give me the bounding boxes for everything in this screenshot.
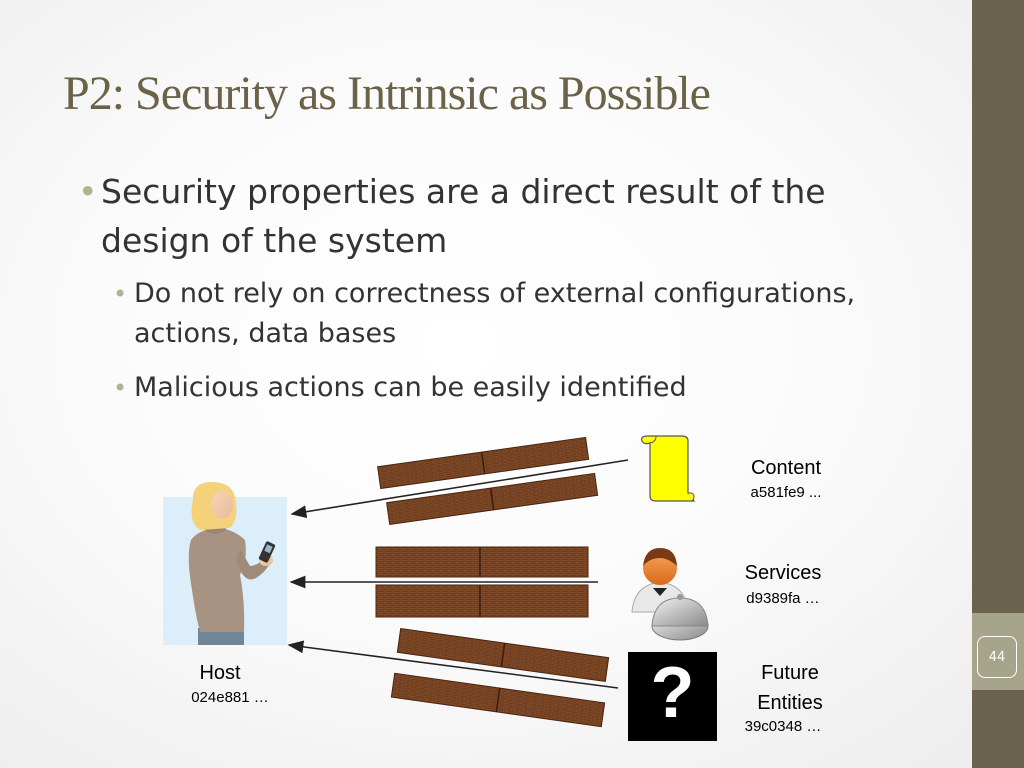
waiter-icon	[631, 548, 709, 641]
bullet-dot: •	[113, 280, 128, 308]
bullet-dot: •	[113, 374, 128, 402]
services-hash: d9389fa …	[746, 590, 820, 607]
host-label: Host	[199, 662, 241, 684]
question-mark-glyph: ?	[650, 653, 695, 733]
question-mark-icon	[628, 652, 717, 741]
page-number: 44	[977, 636, 1017, 678]
future-entities-label-line2: Entities	[757, 692, 823, 714]
bullet-level-1: Security properties are a direct result …	[101, 172, 826, 260]
content-arrow	[290, 459, 629, 519]
future-entities-hash: 39c0348 …	[744, 718, 822, 735]
scroll-icon	[641, 435, 696, 502]
content-hash: a581fe9 ...	[750, 484, 822, 501]
future-entities-wall	[390, 627, 610, 728]
bullet-level-2: Do not rely on correctness of external c…	[134, 278, 856, 349]
services-wall	[375, 546, 589, 618]
bullet-dot: •	[78, 172, 98, 211]
future-entities-arrow	[287, 640, 619, 689]
content-wall	[377, 436, 599, 526]
services-label: Services	[744, 562, 822, 584]
host-hash: 024e881 …	[191, 689, 269, 706]
bullet-level-2: Malicious actions can be easily identifi…	[134, 372, 687, 403]
host-person-icon	[163, 482, 287, 645]
slide-title: P2: Security as Intrinsic as Possible	[63, 67, 711, 120]
content-label: Content	[750, 457, 822, 479]
future-entities-label-line1: Future	[761, 662, 819, 684]
